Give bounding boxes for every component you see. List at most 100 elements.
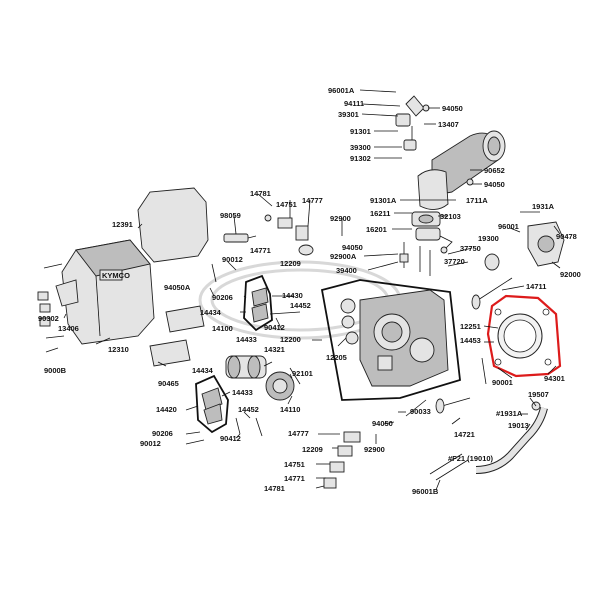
intake-manifold xyxy=(395,95,506,210)
callout-14433-top: 14433 xyxy=(236,335,257,344)
callout-90302: 90302 xyxy=(38,314,59,323)
callout-14434-top: 14434 xyxy=(200,308,222,317)
callout-14771: 14771 xyxy=(250,246,271,255)
callout-1931A-lower: #1931A xyxy=(496,409,523,418)
callout-92900-low: 92900 xyxy=(364,445,385,454)
callout-94301: 94301 xyxy=(544,374,565,383)
callout-12200: 12200 xyxy=(280,335,301,344)
callout-19300: 19300 xyxy=(478,234,499,243)
callout-14781-top: 14781 xyxy=(250,189,271,198)
callout-14321: 14321 xyxy=(264,345,285,354)
cylinder-head-box xyxy=(320,279,461,401)
callout-91301: 91301 xyxy=(350,127,371,136)
callout-92900A: 92900A xyxy=(330,252,357,261)
callout-1711A: 1711A xyxy=(466,196,488,205)
callout-90412-low: 90412 xyxy=(220,434,241,443)
callout-14777-low: 14777 xyxy=(288,429,309,438)
callout-94111: 94111 xyxy=(344,99,364,108)
callout-94050A: 94050A xyxy=(164,283,191,292)
callout-13406: 13406 xyxy=(58,324,79,333)
callout-14420: 14420 xyxy=(156,405,177,414)
callout-39400: 39400 xyxy=(336,266,357,275)
camshaft xyxy=(225,355,295,401)
head-gasket-highlighted xyxy=(486,294,562,378)
valve-cover: KYMCO xyxy=(43,239,155,345)
callout-14453: 14453 xyxy=(460,336,481,345)
callout-14452-mid: 14452 xyxy=(238,405,259,414)
callout-12310: 12310 xyxy=(108,345,129,354)
callout-39300: 39300 xyxy=(350,143,371,152)
spark-plug xyxy=(223,233,500,271)
callout-91302: 91302 xyxy=(350,154,371,163)
callout-32103: 32103 xyxy=(440,212,461,221)
callout-90412-top: 90412 xyxy=(264,323,285,332)
water-hose xyxy=(475,406,548,474)
breather-bracket xyxy=(37,279,79,327)
callout-14110: 14110 xyxy=(280,405,300,414)
callout-90001: 90001 xyxy=(492,378,513,387)
callout-12391: 12391 xyxy=(112,220,133,229)
callout-94050-low: 94050 xyxy=(372,419,393,428)
pins xyxy=(211,263,541,437)
callout-1931A: 1931A xyxy=(532,202,555,211)
callout-12209-low: 12209 xyxy=(302,445,323,454)
callout-37720: 37720 xyxy=(444,257,465,266)
callout-12251: 12251 xyxy=(460,322,481,331)
callout-F21: #F21 (19010) xyxy=(448,454,494,463)
callout-94050-mid: 94050 xyxy=(484,180,505,189)
callout-14751-low: 14751 xyxy=(284,460,305,469)
callout-96001B: 96001B xyxy=(412,487,439,496)
callout-90012-top: 90012 xyxy=(222,255,243,264)
rocker-arm-assembly-top xyxy=(243,274,273,332)
callout-9000B: 9000B xyxy=(44,366,67,375)
callout-14711: 14711 xyxy=(526,282,546,291)
callout-96001: 96001 xyxy=(498,222,519,231)
callout-14721: 14721 xyxy=(454,430,475,439)
callout-14452-top: 14452 xyxy=(290,301,311,310)
valve-cover-gasket xyxy=(137,187,209,263)
callout-labels: 96001A 94111 39301 94050 13407 91301 393… xyxy=(38,86,581,496)
thermostat-housing xyxy=(509,221,565,267)
plates xyxy=(149,305,205,367)
valves xyxy=(435,277,513,414)
callout-94050-left: 94050 xyxy=(342,243,363,252)
studs xyxy=(399,242,431,276)
callout-90478: 90478 xyxy=(556,232,577,241)
callout-90652: 90652 xyxy=(484,166,505,175)
callout-92101: 92101 xyxy=(292,369,313,378)
emblem-text: KYMCO xyxy=(102,271,130,280)
callout-16201: 16201 xyxy=(366,225,387,234)
callout-14781-low: 14781 xyxy=(264,484,285,493)
rocker-arm-assembly-low xyxy=(195,374,229,434)
callout-98059: 98059 xyxy=(220,211,241,220)
callout-14430: 14430 xyxy=(282,291,303,300)
callout-14751: 14751 xyxy=(276,200,297,209)
callout-90012-low: 90012 xyxy=(140,439,161,448)
callout-16211: 16211 xyxy=(370,209,390,218)
callout-14771-low: 14771 xyxy=(284,474,305,483)
callout-94050-top: 94050 xyxy=(442,104,463,113)
valve-springs-top xyxy=(264,214,314,256)
manifold-gaskets xyxy=(411,211,453,254)
callout-19013: 19013 xyxy=(508,421,529,430)
callout-92900-top: 92900 xyxy=(330,214,351,223)
callout-90033: 90033 xyxy=(410,407,431,416)
callout-14100: 14100 xyxy=(212,324,233,333)
long-bolts xyxy=(405,399,469,481)
valve-springs-low xyxy=(323,431,361,489)
callout-92000: 92000 xyxy=(560,270,581,279)
leader-lines xyxy=(45,89,561,491)
callout-37750: 37750 xyxy=(460,244,481,253)
callout-14777: 14777 xyxy=(302,196,323,205)
callout-14434-mid: 14434 xyxy=(192,366,214,375)
callout-39301: 39301 xyxy=(338,110,359,119)
callout-13407: 13407 xyxy=(438,120,459,129)
callout-12209-top: 12209 xyxy=(280,259,301,268)
callout-12205: 12205 xyxy=(326,353,347,362)
callout-90206-top: 90206 xyxy=(212,293,233,302)
callout-19507: 19507 xyxy=(528,390,549,399)
callout-14433-mid: 14433 xyxy=(232,388,253,397)
callout-90206-low: 90206 xyxy=(152,429,173,438)
callout-96001A: 96001A xyxy=(328,86,355,95)
